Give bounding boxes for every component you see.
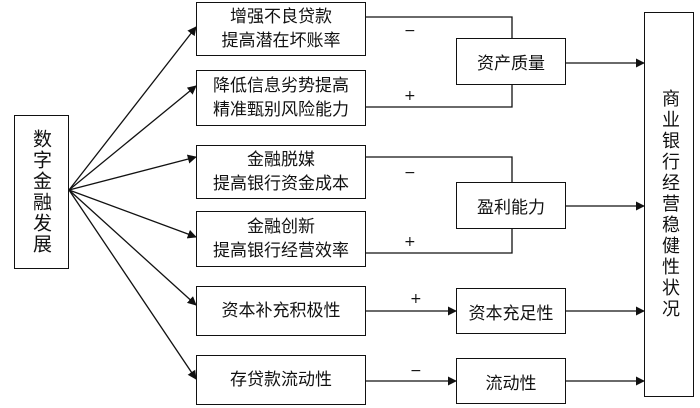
arrow-source-to-mechanism-2 bbox=[68, 85, 197, 191]
sign-mechanism-3: − bbox=[404, 165, 416, 181]
sign-mechanism-4: + bbox=[404, 234, 416, 250]
mechanism-2-line-1: 降低信息劣势提高 bbox=[213, 76, 349, 96]
mechanism-box-2: 降低信息劣势提高 精准甄别风险能力 bbox=[196, 70, 366, 126]
connector-mechanism-1-to-asset-quality bbox=[366, 16, 513, 38]
outcome-liquidity-label: 流动性 bbox=[485, 373, 537, 394]
mechanism-box-1: 增强不良贷款 提高潜在坏账率 bbox=[196, 2, 366, 56]
arrow-source-to-mechanism-1 bbox=[68, 26, 197, 191]
outcome-box-liquidity: 流动性 bbox=[456, 358, 566, 404]
mechanism-5-line-1: 资本补充积极性 bbox=[221, 301, 341, 321]
sign-mechanism-1: − bbox=[404, 23, 416, 39]
outcome-box-profitability: 盈利能力 bbox=[456, 182, 566, 229]
source-label: 数字金融发展 bbox=[30, 129, 52, 255]
outcome-profitability-label: 盈利能力 bbox=[477, 198, 545, 218]
sign-mechanism-6: − bbox=[410, 363, 422, 379]
mechanism-1-line-1: 增强不良贷款 bbox=[230, 7, 332, 27]
outcome-box-capital-adequacy: 资本充足性 bbox=[456, 288, 566, 334]
connector-mechanism-4-to-profitability bbox=[366, 229, 513, 254]
arrow-source-to-mechanism-3 bbox=[68, 154, 197, 191]
target-box: 商业银行经营稳健性状况 bbox=[644, 12, 694, 397]
mechanism-box-5: 资本补充积极性 bbox=[196, 286, 366, 336]
mechanism-1-line-2: 提高潜在坏账率 bbox=[221, 31, 341, 51]
source-box: 数字金融发展 bbox=[14, 115, 69, 269]
mechanism-box-3: 金融脱媒 提高银行资金成本 bbox=[196, 145, 366, 199]
connector-mechanism-2-to-asset-quality bbox=[366, 85, 513, 108]
outcome-capital-adequacy-label: 资本充足性 bbox=[468, 303, 554, 324]
connector-mechanism-3-to-profitability bbox=[366, 156, 513, 182]
outcome-asset-quality-label: 资产质量 bbox=[477, 54, 545, 74]
sign-mechanism-5: + bbox=[410, 291, 422, 307]
mechanism-4-line-1: 金融创新 bbox=[247, 217, 315, 237]
target-label: 商业银行经营稳健性状况 bbox=[659, 89, 680, 320]
mechanism-3-line-1: 金融脱媒 bbox=[247, 150, 315, 170]
arrow-source-to-mechanism-5 bbox=[68, 189, 197, 306]
mechanism-3-line-2: 提高银行资金成本 bbox=[213, 174, 349, 194]
sign-mechanism-2: + bbox=[404, 88, 416, 104]
mechanism-box-6: 存贷款流动性 bbox=[196, 355, 366, 405]
arrow-source-to-mechanism-4 bbox=[68, 189, 197, 239]
mechanism-2-line-2: 精准甄别风险能力 bbox=[213, 100, 349, 120]
mechanism-4-line-2: 提高银行经营效率 bbox=[213, 241, 349, 261]
mechanism-box-4: 金融创新 提高银行经营效率 bbox=[196, 211, 366, 267]
outcome-box-asset-quality: 资产质量 bbox=[456, 38, 566, 85]
arrow-source-to-mechanism-6 bbox=[68, 189, 197, 380]
mechanism-6-line-1: 存贷款流动性 bbox=[230, 370, 332, 390]
